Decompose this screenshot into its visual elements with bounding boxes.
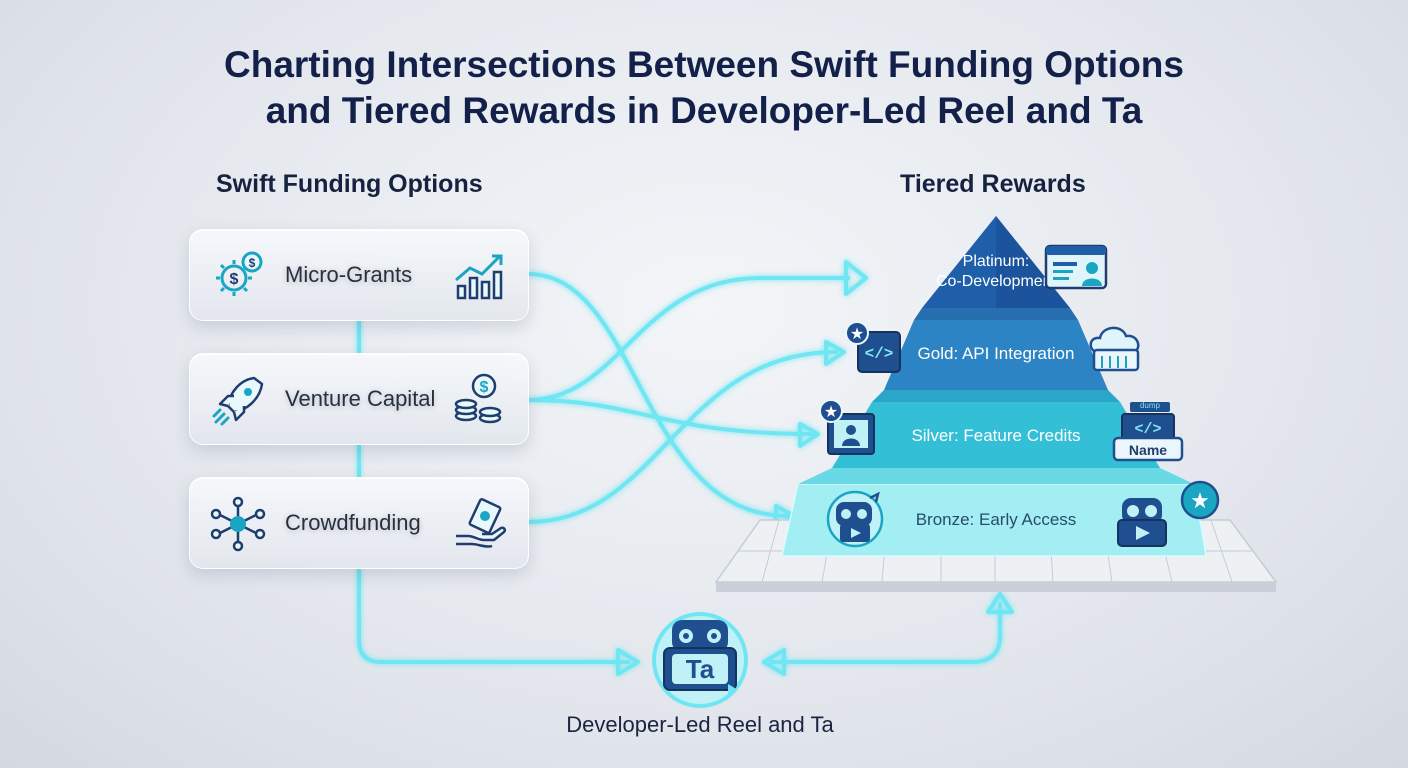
profile-card-icon bbox=[1044, 244, 1108, 290]
tier-silver-shape bbox=[832, 402, 1160, 468]
page-title-line-1: Charting Intersections Between Swift Fun… bbox=[224, 44, 1184, 85]
star-badge-icon: ★ bbox=[1180, 480, 1220, 520]
center-node[interactable]: Ta bbox=[650, 610, 750, 710]
page-title: Charting Intersections Between Swift Fun… bbox=[104, 42, 1304, 134]
svg-text:★: ★ bbox=[1190, 489, 1210, 514]
svg-text:★: ★ bbox=[824, 402, 838, 421]
tier-silver-label: Silver: Feature Credits bbox=[911, 426, 1081, 445]
flow-venture-to-platinum bbox=[526, 276, 850, 402]
arrow-head-gold bbox=[824, 340, 846, 366]
rocket-icon bbox=[212, 376, 264, 426]
page-title-line-2: and Tiered Rewards in Developer-Led Reel… bbox=[265, 90, 1143, 131]
code-name-icon: </> dump Name bbox=[1112, 400, 1184, 462]
cloud-server-icon bbox=[1089, 326, 1140, 372]
svg-text:$: $ bbox=[249, 256, 256, 270]
code-badge-caption: dump bbox=[1139, 401, 1160, 410]
flow-line-center-to-pyramid bbox=[770, 602, 1002, 664]
hand-money-icon bbox=[456, 498, 507, 548]
tier-platinum-line-2: Co-Development bbox=[935, 273, 1057, 290]
network-hub-icon bbox=[210, 496, 266, 552]
flow-venture-to-silver bbox=[526, 398, 814, 436]
svg-text:</>: </> bbox=[865, 345, 894, 363]
funding-card-label: Crowdfunding bbox=[285, 510, 421, 535]
rewards-heading: Tiered Rewards bbox=[900, 170, 1086, 198]
pyramid bbox=[781, 216, 1207, 557]
funding-card-crowdfunding[interactable]: Crowdfunding bbox=[189, 477, 529, 569]
funding-card-label: Micro-Grants bbox=[285, 262, 413, 287]
code-window-icon: </> ★ bbox=[845, 321, 901, 373]
arrow-head-platinum bbox=[844, 260, 868, 296]
arrow-head-pyramid bbox=[986, 592, 1014, 614]
tier-gold-top bbox=[914, 308, 1078, 320]
svg-text:★: ★ bbox=[850, 324, 864, 343]
gear-dollar-icon: $ $ bbox=[216, 251, 263, 296]
center-caption: Developer-Led Reel and Ta bbox=[566, 712, 834, 737]
funding-card-venture-capital[interactable]: Venture Capital $ bbox=[189, 353, 529, 445]
robot-video-icon bbox=[1117, 498, 1167, 547]
center-badge-text: Ta bbox=[685, 654, 715, 684]
svg-text:</>: </> bbox=[1134, 421, 1161, 438]
robot-mascot-icon bbox=[652, 612, 748, 708]
svg-text:$: $ bbox=[230, 271, 239, 288]
coin-stack-icon: $ bbox=[454, 373, 502, 424]
funding-heading: Swift Funding Options bbox=[216, 170, 483, 198]
tier-platinum-label: Platinum: Co-Development bbox=[896, 252, 1096, 292]
funding-card-label: Venture Capital bbox=[285, 386, 436, 411]
growth-bar-chart-icon bbox=[455, 254, 503, 300]
tier-bronze-label: Bronze: Early Access bbox=[915, 510, 1077, 529]
tier-platinum-line-1: Platinum: bbox=[962, 253, 1030, 270]
name-badge-caption: Name bbox=[1128, 442, 1168, 458]
tier-silver-top bbox=[872, 390, 1120, 402]
svg-text:$: $ bbox=[480, 379, 489, 396]
user-screen-icon: ★ bbox=[819, 399, 875, 455]
arrow-head-center-right bbox=[762, 648, 786, 676]
tier-gold-shape bbox=[884, 320, 1108, 390]
flow-line-to-center bbox=[357, 568, 630, 664]
arrow-head-silver bbox=[798, 422, 820, 448]
robot-video-icon bbox=[826, 490, 884, 548]
flow-crowd-to-gold bbox=[526, 350, 838, 524]
tier-gold-label: Gold: API Integration bbox=[917, 344, 1075, 363]
arrow-head-center bbox=[616, 648, 640, 676]
tier-bronze-top bbox=[798, 468, 1194, 484]
funding-card-micro-grants[interactable]: $ $ Micro-Grants bbox=[189, 229, 529, 321]
flow-micro-to-bronze bbox=[526, 272, 790, 518]
